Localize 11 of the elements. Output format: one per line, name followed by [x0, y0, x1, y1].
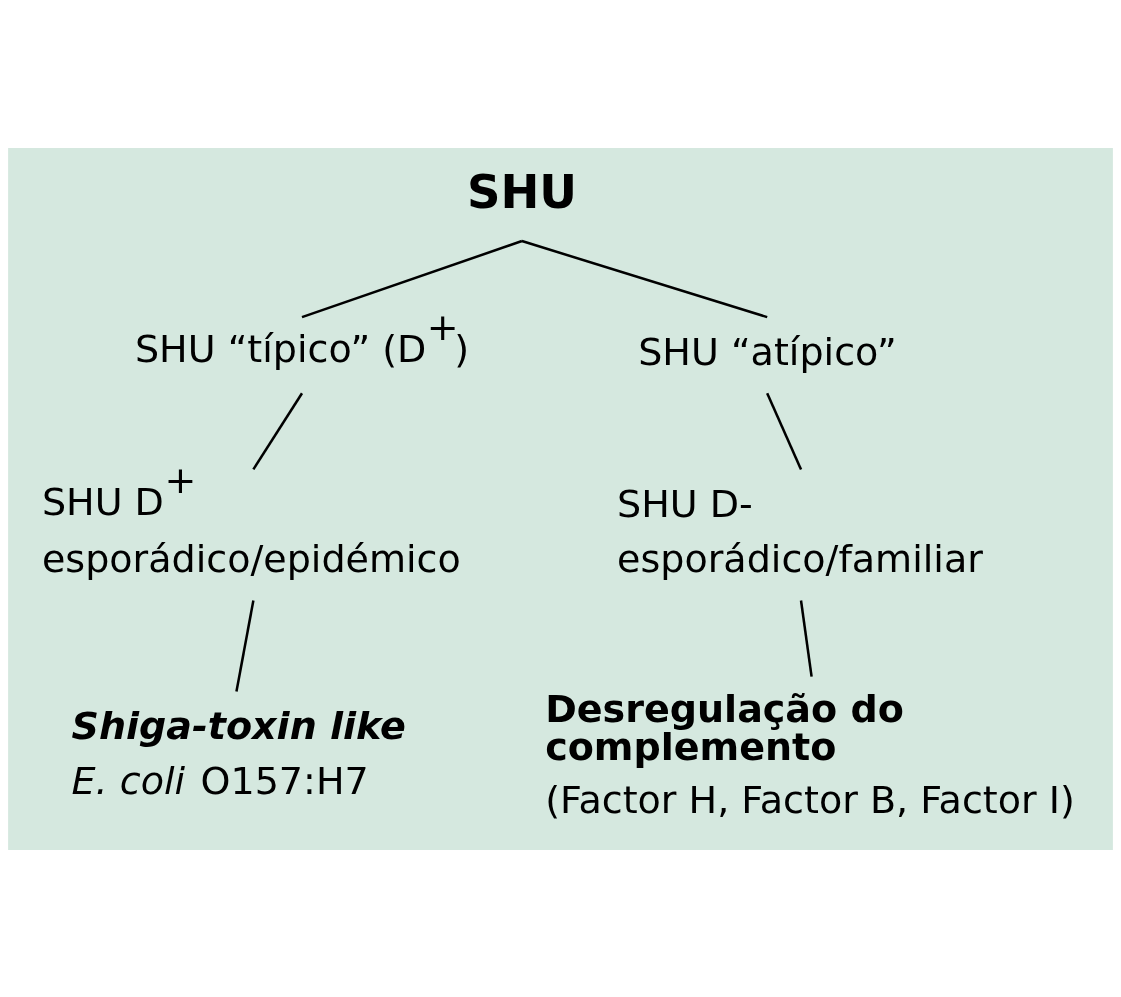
connector: [799, 599, 813, 677]
connector: [252, 392, 304, 470]
connector: [235, 599, 255, 692]
connector: [766, 392, 803, 470]
node-text: Desregulação do complemento (Factor H, Factor B, Factor I): [545, 686, 1075, 822]
node-text: SHU “atípico”: [638, 329, 897, 374]
node-text: SHU D- esporádico/familiar: [617, 481, 983, 581]
node-text: SHU: [466, 164, 578, 219]
node-text: Shiga-toxin like E. coli O157:H7: [71, 703, 406, 803]
connector: [301, 239, 523, 318]
connector: [521, 239, 768, 318]
